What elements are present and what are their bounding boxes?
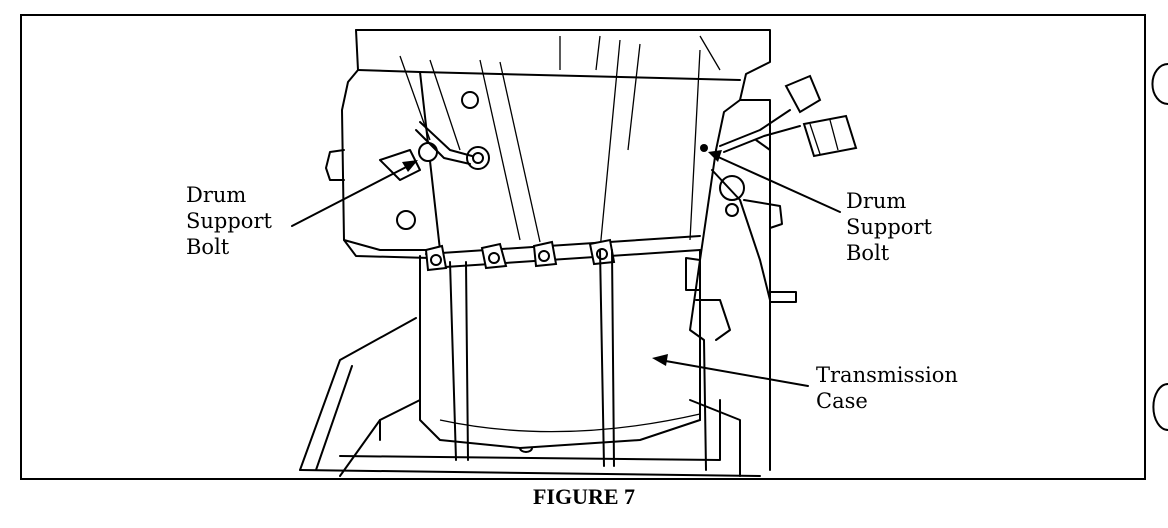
bell-housing [341, 29, 771, 259]
leader-lines [291, 150, 841, 387]
leader-right-drum-bolt [715, 155, 841, 213]
leader-transmission-case [659, 359, 809, 387]
case-flange-bosses [424, 235, 701, 272]
right-linkage [685, 99, 797, 471]
label-drum-support-bolt-right: Drum Support Bolt [846, 189, 932, 265]
margin-punch-mark-top [1151, 63, 1168, 105]
work-stand [299, 317, 761, 477]
leader-left-drum-bolt [291, 163, 413, 227]
figure-frame [20, 14, 1146, 480]
wiring-connectors [719, 74, 858, 158]
margin-punch-mark-bottom [1152, 383, 1168, 431]
figure-caption: FIGURE 7 [532, 484, 636, 509]
label-drum-support-bolt-left: Drum Support Bolt [186, 183, 272, 259]
label-transmission-case: Transmission Case [816, 363, 958, 413]
